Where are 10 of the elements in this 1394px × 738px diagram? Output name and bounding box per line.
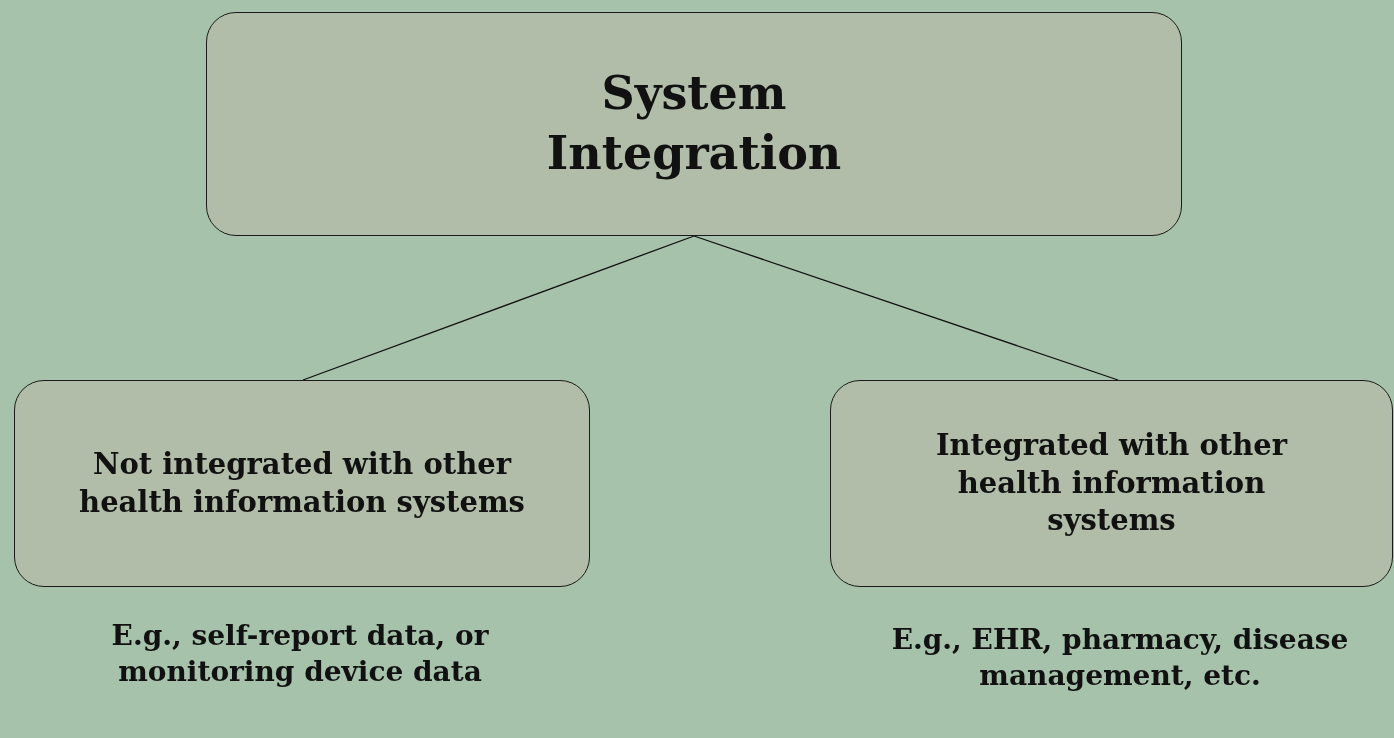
category-box: [14, 380, 590, 587]
category-box: [830, 380, 1393, 587]
connector-line: [693, 235, 1119, 381]
title-text: System Integration: [545, 65, 843, 182]
example-text: E.g., self-report data, or monitoring device data: [110, 618, 490, 691]
connector-line: [302, 235, 695, 381]
title-box: [206, 12, 1182, 236]
category-label: Integrated with other health information systems: [934, 426, 1289, 540]
example-text: E.g., EHR, pharmacy, disease management, etc.: [890, 622, 1350, 695]
category-label: Not integrated with other health information systems: [78, 445, 526, 521]
